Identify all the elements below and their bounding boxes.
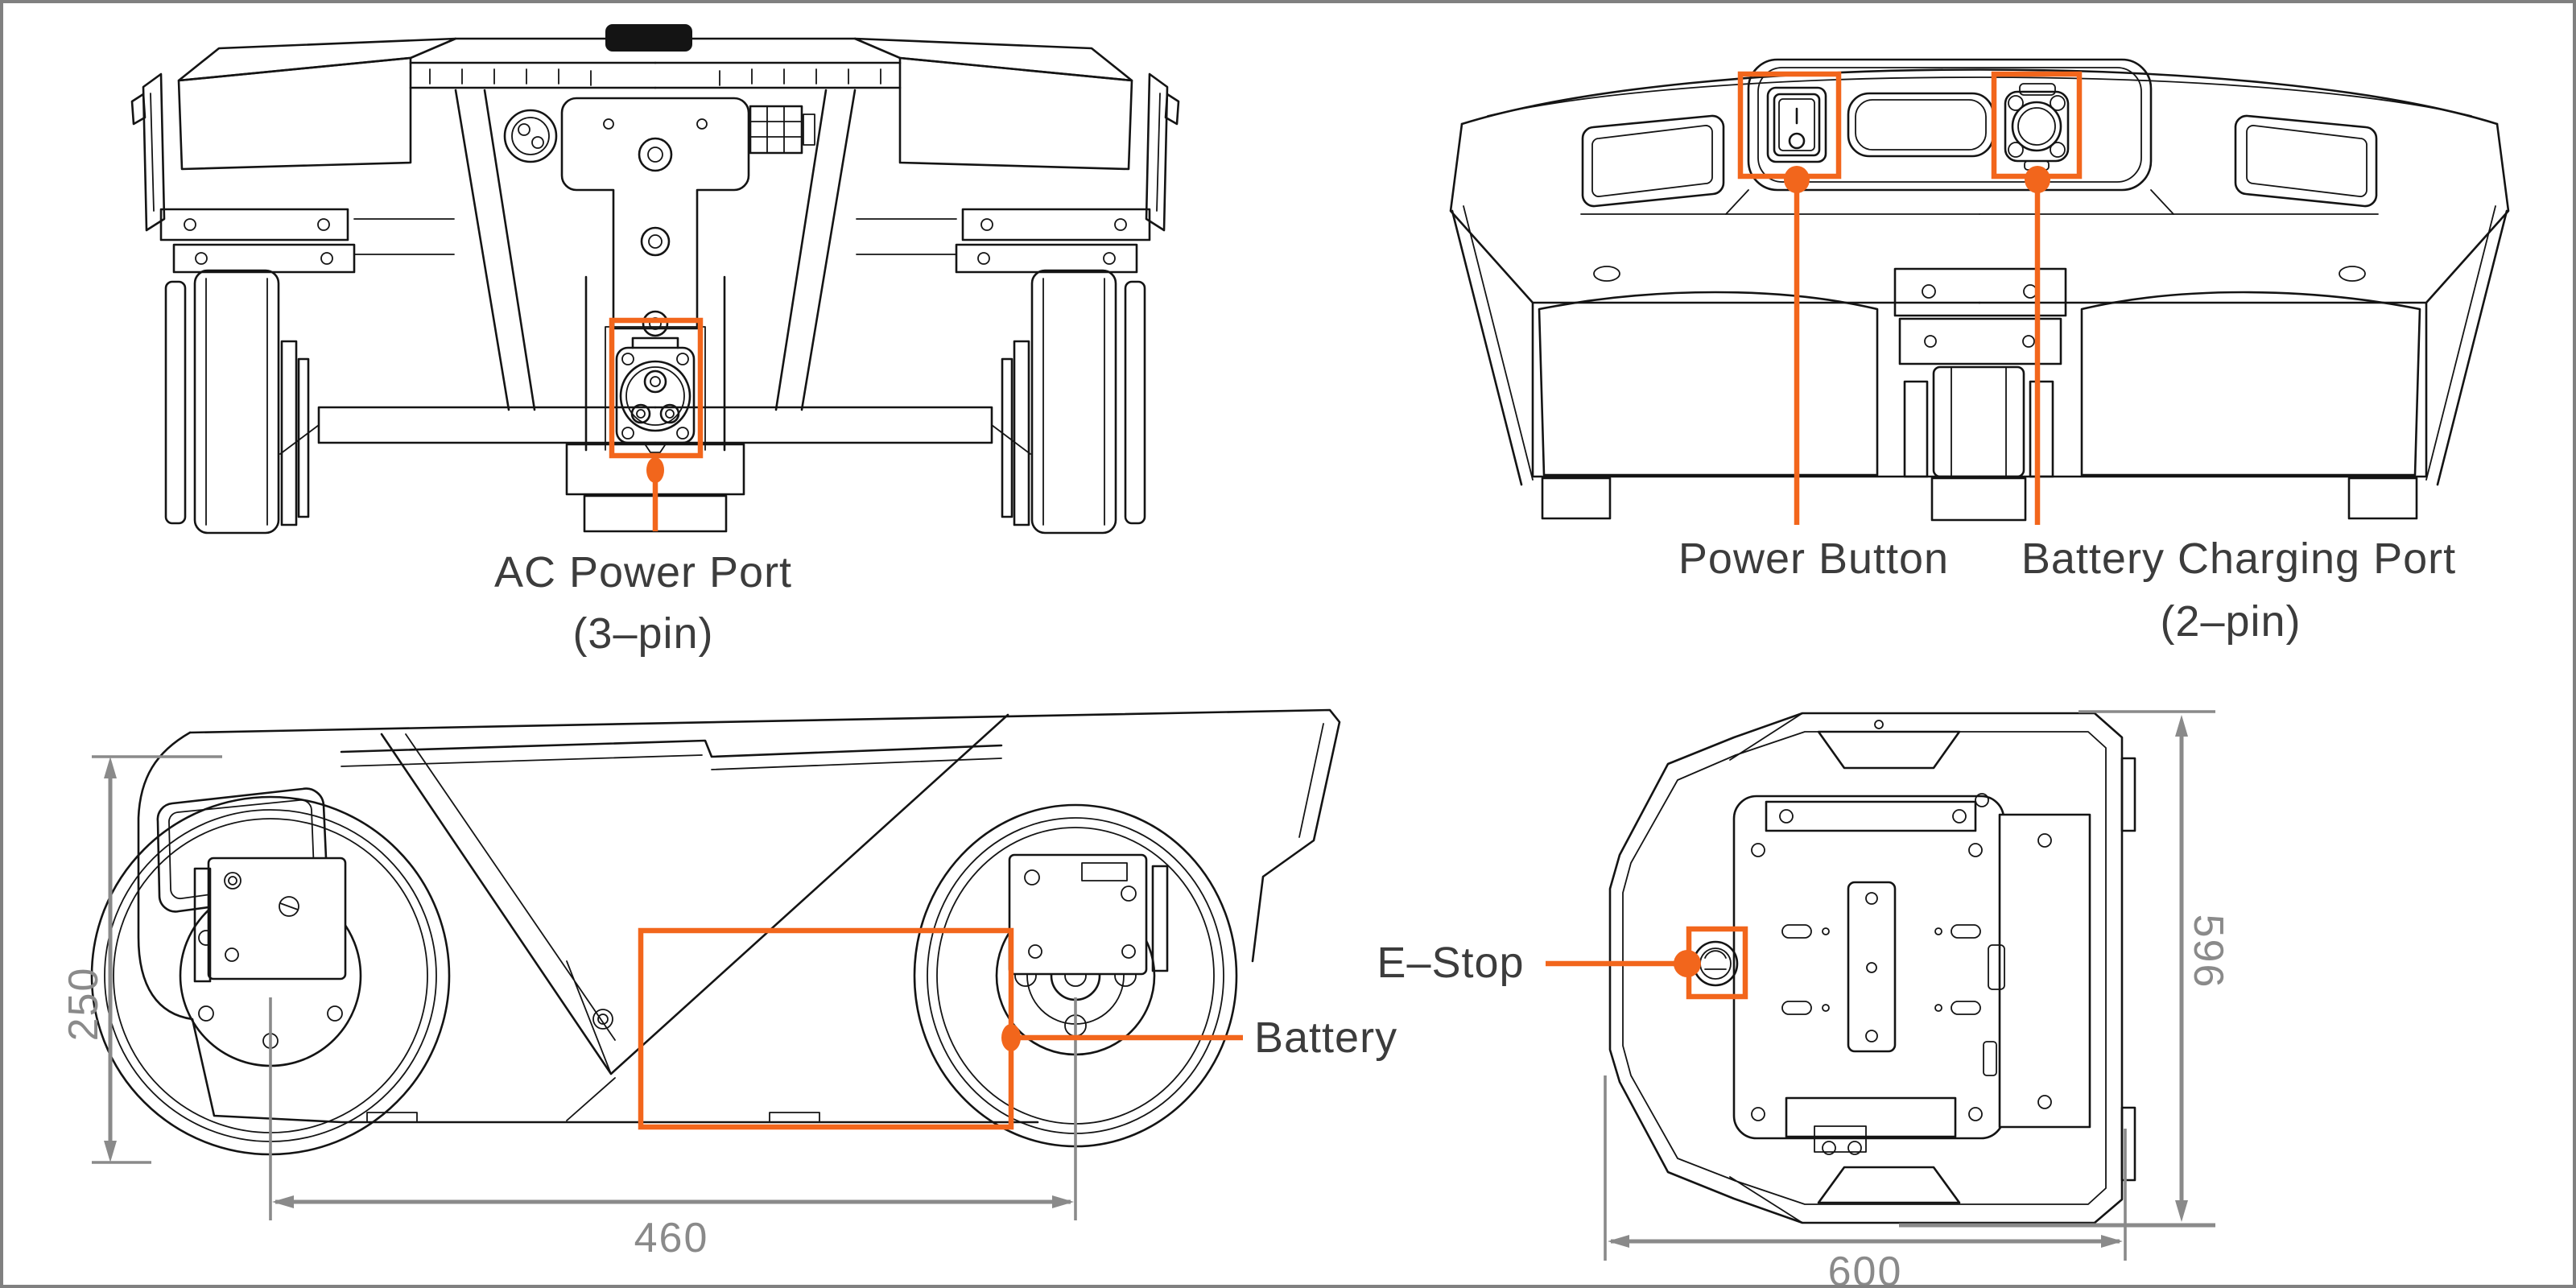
dimension-value-wheelbase-460: 460 [634,1215,709,1261]
power-button-switch [1766,86,1827,163]
dimension-value-length-596: 596 [2185,914,2231,989]
ac-power-port-connector [615,336,696,453]
technical-drawing-canvas [90,24,2510,1261]
callout-sublabel-battery-charging-port: (2–pin) [2160,597,2301,646]
battery-charging-port-connector [2004,83,2070,171]
dimension-600 [1604,1075,2127,1261]
top-view-drawing [1546,710,2215,1261]
highlight-box-battery [638,927,1014,1130]
dimension-value-height-250: 250 [60,966,107,1042]
leader-dot-battery-charging-port [2025,166,2050,193]
front-wheel-bracket [193,857,347,983]
leader-dot-power-button [1784,166,1810,193]
callout-label-ac-power-port: AC Power Port [493,548,793,597]
rear-wheel-bracket [1008,853,1169,976]
rear-view-drawing [1449,58,2510,525]
side-view-drawing [90,708,1341,1220]
callout-label-battery-charging-port: Battery Charging Port [2021,535,2457,583]
callout-label-e-stop: E–Stop [1377,939,1525,987]
dimension-596 [1899,710,2215,1228]
dimension-250 [92,755,222,1164]
callout-label-power-button: Power Button [1678,535,1950,583]
dimension-460 [269,997,1077,1220]
front-view-drawing [130,24,1180,535]
callout-label-battery: Battery [1254,1013,1398,1062]
callout-sublabel-ac-power-port: (3–pin) [572,609,714,658]
dimension-value-width-600: 600 [1827,1249,1903,1288]
